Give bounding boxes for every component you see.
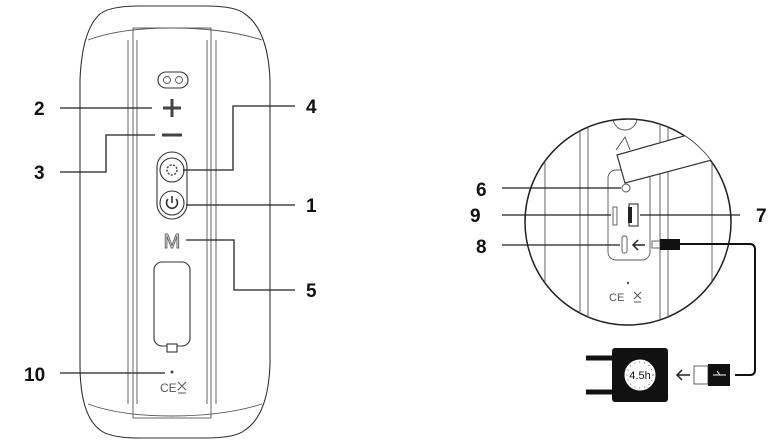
callouts-right [502, 187, 740, 246]
mode-button[interactable]: M [163, 231, 181, 254]
callout-1: 1 [306, 196, 317, 217]
ce-mark-detail: CE [609, 292, 624, 304]
indicator-light [621, 183, 631, 193]
port-detail-view: CE [524, 118, 732, 326]
microphone-icon [170, 370, 174, 374]
callout-4: 4 [306, 97, 317, 118]
bluetooth-pair-icon[interactable] [157, 71, 189, 89]
charge-time: 4.5h [629, 370, 650, 382]
charging-cable [680, 243, 756, 376]
callout-5: 5 [306, 281, 317, 302]
callout-2: 2 [34, 99, 45, 120]
light-button[interactable] [159, 157, 185, 183]
callouts-left [60, 105, 295, 374]
usb-c-plug [660, 239, 680, 250]
usb-a-plug [693, 364, 730, 386]
volume-up-button[interactable] [163, 99, 181, 117]
power-button[interactable] [159, 190, 185, 216]
callout-6: 6 [476, 180, 487, 201]
charger-adapter: 4.5h [586, 348, 668, 402]
arrow-icon [631, 239, 645, 251]
callout-9: 9 [470, 206, 481, 227]
callout-8: 8 [476, 237, 487, 258]
callout-3: 3 [34, 163, 45, 184]
arrow-icon [675, 369, 690, 381]
speaker-front-view: M CE [79, 5, 271, 439]
usb-c-port[interactable] [621, 235, 628, 254]
ce-mark: CE [160, 381, 177, 395]
callout-7: 7 [756, 206, 767, 227]
port-cover[interactable] [153, 261, 191, 353]
tf-card-slot[interactable] [612, 206, 618, 226]
weee-icon [177, 381, 187, 394]
callout-10: 10 [24, 365, 45, 386]
